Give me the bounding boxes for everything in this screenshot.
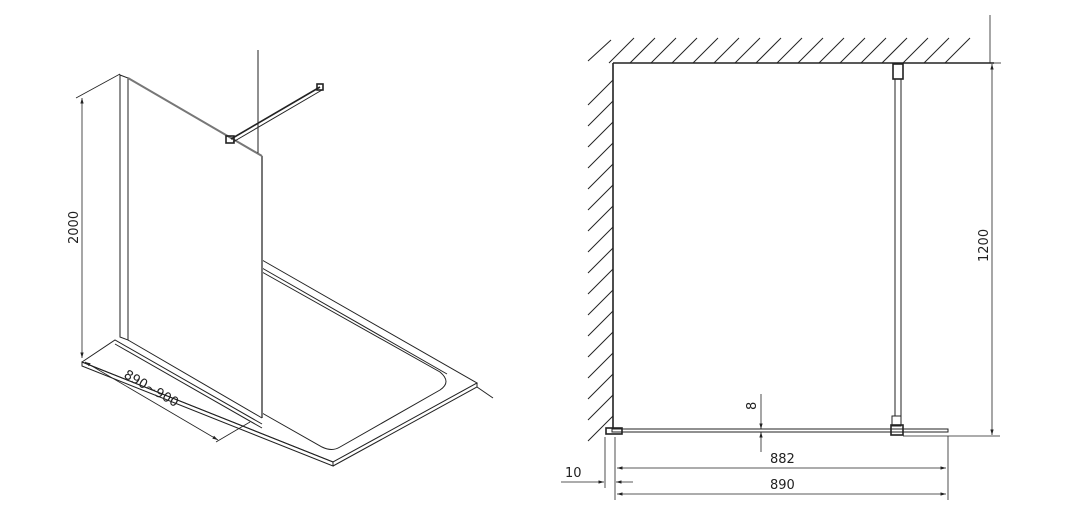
hatch-line — [629, 37, 656, 64]
width-dimensions-plan: 882 890 10 — [561, 436, 949, 500]
hatch-line — [587, 373, 614, 400]
height-label: 2000 — [67, 211, 82, 244]
depth-dimension: 1200 — [903, 15, 1001, 437]
hatch-line — [902, 37, 929, 64]
hatch-line — [608, 37, 635, 64]
hatch-line — [587, 79, 614, 106]
shower-tray — [81, 259, 494, 467]
hatch-line — [587, 352, 614, 379]
hatch-line — [944, 37, 971, 64]
glass-panel-plan — [605, 415, 949, 436]
hatch-line — [587, 39, 612, 62]
wall-profile — [605, 427, 623, 435]
hatch-line — [587, 142, 614, 169]
hatch-line — [671, 37, 698, 64]
hatch-line — [587, 163, 614, 190]
hatch-line — [713, 37, 740, 64]
wall-bracket — [316, 83, 324, 91]
hatch-line — [587, 310, 614, 337]
stabilizer-bar-plan — [892, 63, 904, 416]
hatch-line — [587, 100, 614, 127]
hatch-line — [776, 37, 803, 64]
hatch-line — [692, 37, 719, 64]
hatch-line — [755, 37, 782, 64]
thickness-dimension: 8 — [745, 394, 763, 452]
thickness-label: 8 — [745, 402, 760, 410]
hatch-line — [587, 415, 614, 442]
hatch-line — [881, 37, 908, 64]
hatch-line — [734, 37, 761, 64]
hatch-line — [587, 247, 614, 274]
height-dimension: 2000 — [67, 73, 121, 358]
wall-hatching — [587, 37, 971, 442]
hatch-line — [587, 121, 614, 148]
hatch-line — [587, 289, 614, 316]
hatch-line — [650, 37, 677, 64]
hatch-line — [860, 37, 887, 64]
hatch-line — [818, 37, 845, 64]
bar-clamp — [225, 135, 235, 144]
width-label: 890~900 — [121, 367, 181, 410]
hatch-line — [587, 394, 614, 421]
hatch-line — [587, 268, 614, 295]
hatch-line — [839, 37, 866, 64]
hatch-line — [587, 184, 614, 211]
glass-width-label: 882 — [770, 452, 795, 467]
hatch-line — [587, 331, 614, 358]
total-width-label: 890 — [770, 478, 795, 493]
hatch-line — [797, 37, 824, 64]
hatch-line — [587, 226, 614, 253]
depth-label: 1200 — [977, 229, 992, 262]
wall-bracket-plan — [892, 63, 904, 80]
bar-clamp-plan — [890, 424, 904, 436]
hatch-line — [923, 37, 950, 64]
hatch-line — [587, 205, 614, 232]
plan-view: 1200 8 882 890 10 — [561, 15, 1001, 500]
glass-panel — [119, 74, 263, 419]
isometric-view: 2000 890~900 — [67, 50, 494, 467]
profile-label: 10 — [565, 466, 582, 481]
stabilizer-bar — [225, 50, 324, 153]
